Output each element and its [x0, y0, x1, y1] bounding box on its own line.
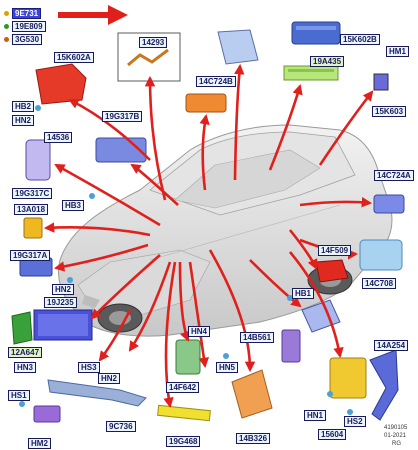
component-15K602A [35, 63, 87, 105]
label-9C736[interactable]: 9C736 [106, 421, 136, 432]
component-12A647 [11, 311, 33, 345]
label-19J235[interactable]: 19J235 [44, 297, 77, 308]
component-14C724B [185, 93, 227, 113]
label-HB2[interactable]: HB2 [12, 101, 35, 112]
component-14293 [117, 32, 181, 82]
component-15604 [329, 357, 367, 399]
label-14F509[interactable]: 14F509 [318, 245, 352, 256]
legend-dot-green [4, 24, 9, 29]
label-15K603[interactable]: 15K603 [372, 106, 407, 117]
label-14536[interactable]: 14536 [44, 132, 73, 143]
vehicle-illustration [57, 124, 393, 337]
label-HB3[interactable]: HB3 [62, 200, 85, 211]
component-14C724A [373, 194, 405, 214]
legend-label-9E731[interactable]: 9E731 [12, 8, 42, 19]
label-12A647[interactable]: 12A647 [8, 347, 43, 358]
label-15604[interactable]: 15604 [318, 429, 347, 440]
component-19A435 [283, 65, 339, 81]
label-HS3[interactable]: HS3 [78, 362, 100, 373]
label-HN1[interactable]: HN1 [304, 410, 327, 421]
label-HB1[interactable]: HB1 [292, 288, 315, 299]
label-14C708[interactable]: 14C708 [362, 278, 397, 289]
label-13A018[interactable]: 13A018 [14, 204, 49, 215]
fastener-dots [19, 105, 353, 415]
label-HN2-top[interactable]: HN2 [12, 115, 35, 126]
label-19G317B[interactable]: 19G317B [102, 111, 143, 122]
component-14C708 [359, 239, 403, 271]
label-14B326[interactable]: 14B326 [236, 433, 271, 444]
label-14C724B[interactable]: 14C724B [196, 76, 236, 87]
label-HS2[interactable]: HS2 [344, 416, 366, 427]
component-15K602B [291, 21, 341, 45]
label-HM2[interactable]: HM2 [28, 438, 51, 449]
label-HN5[interactable]: HN5 [216, 362, 239, 373]
component-top-module [217, 29, 259, 65]
legend-dot-yellow [4, 11, 9, 16]
label-15K602B[interactable]: 15K602B [340, 34, 380, 45]
label-19A435[interactable]: 19A435 [310, 56, 345, 67]
label-19G317C[interactable]: 19G317C [12, 188, 53, 199]
component-13A018 [23, 217, 43, 239]
component-14A254 [369, 349, 399, 421]
label-HM1[interactable]: HM1 [386, 46, 409, 57]
legend-dot-orange [4, 37, 9, 42]
label-14A254[interactable]: 14A254 [374, 340, 409, 351]
component-14B326 [231, 369, 273, 419]
label-HN2-low[interactable]: HN2 [98, 373, 121, 384]
label-14293[interactable]: 14293 [139, 37, 168, 48]
label-14F642[interactable]: 14F642 [166, 382, 200, 393]
label-14C724A[interactable]: 14C724A [374, 170, 414, 181]
footer-code: 4190105 [384, 425, 408, 431]
component-9C736 [47, 379, 147, 407]
component-14536 [25, 139, 51, 181]
label-15K602A[interactable]: 15K602A [54, 52, 94, 63]
label-HN3[interactable]: HN3 [14, 362, 37, 373]
label-HN4[interactable]: HN4 [188, 326, 211, 337]
component-19G468 [157, 404, 211, 422]
label-19G317A[interactable]: 19G317A [10, 250, 51, 261]
footer-date: 01-2021 [384, 433, 407, 439]
component-HM2-module [33, 405, 61, 423]
label-HN2-mid[interactable]: HN2 [52, 284, 75, 295]
legend-label-3G530[interactable]: 3G530 [12, 34, 43, 45]
label-14B561[interactable]: 14B561 [240, 332, 275, 343]
component-19J235 [33, 309, 93, 341]
label-HS1[interactable]: HS1 [8, 390, 30, 401]
component-15K603 [373, 73, 389, 91]
component-14F642 [175, 339, 201, 375]
footer-rev: RG [392, 441, 401, 447]
legend-label-19E809[interactable]: 19E809 [12, 21, 46, 32]
label-19G468[interactable]: 19G468 [166, 436, 201, 447]
component-14F509 [315, 259, 349, 283]
legend-pointer-arrow [58, 5, 128, 25]
